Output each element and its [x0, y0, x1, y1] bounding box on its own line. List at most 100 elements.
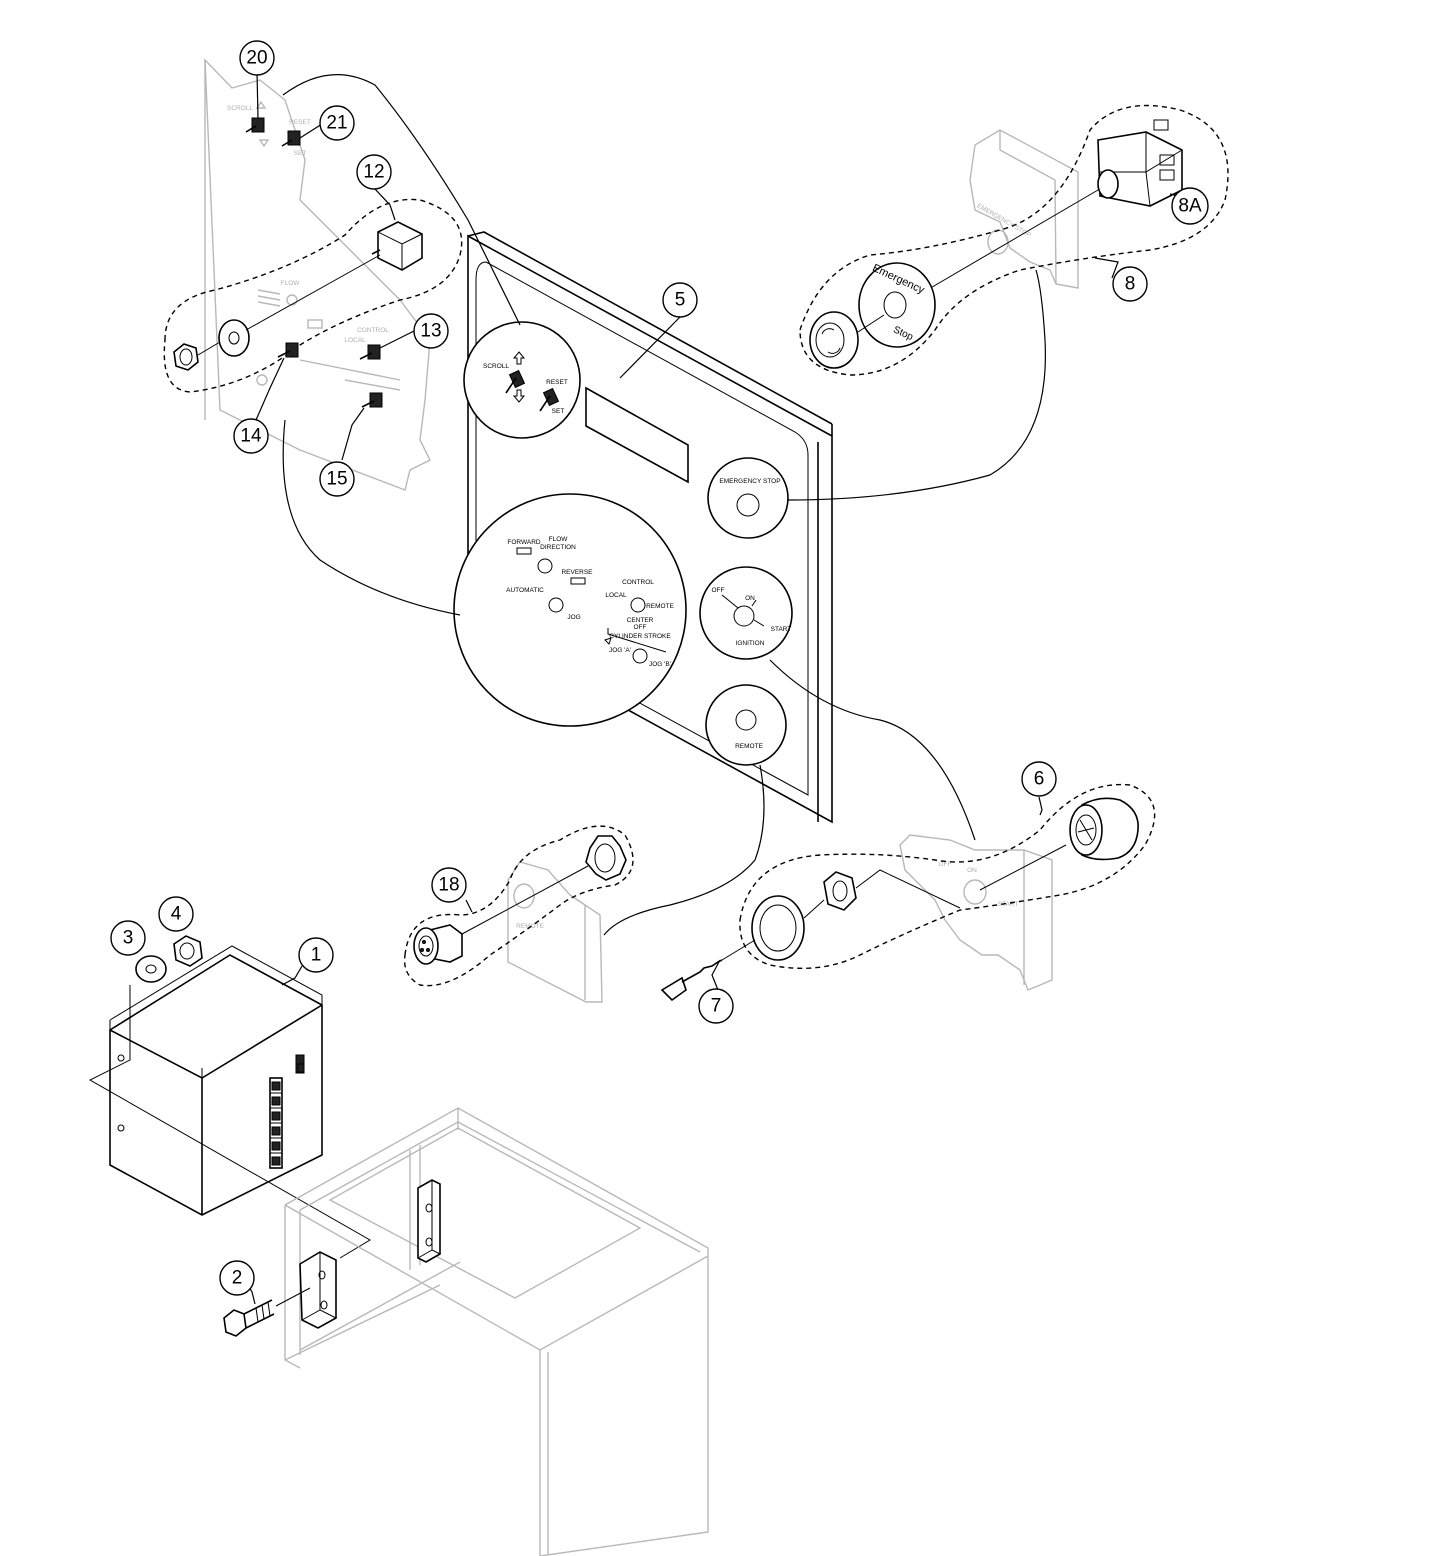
svg-text:7: 7	[711, 996, 722, 1017]
nut-4	[173, 935, 203, 967]
washer-nut	[173, 319, 250, 371]
callout-8: 8	[1112, 266, 1148, 302]
svg-text:8: 8	[1125, 274, 1136, 295]
label-set: SET	[552, 408, 565, 415]
label-center-off: OFF	[634, 624, 647, 631]
label-flow: FLOW	[549, 536, 569, 543]
ghost-label-start: START	[998, 901, 1019, 908]
callout-13: 13	[413, 313, 449, 349]
svg-text:14: 14	[240, 426, 262, 447]
ghost-label-local: LOCAL	[344, 337, 366, 344]
bolt-2	[223, 1287, 311, 1337]
label-automatic: AUTOMATIC	[506, 587, 544, 594]
ghost-label-flow: FLOW	[281, 280, 301, 287]
callout-14: 14	[233, 418, 269, 454]
label-jog-b: JOG 'B'	[649, 661, 671, 668]
ghost-label-control: CONTROL	[357, 327, 389, 334]
svg-text:8A: 8A	[1178, 196, 1202, 217]
frame-bracket-upper	[417, 1179, 441, 1263]
frame-bracket-lower	[299, 1251, 337, 1329]
toggle-15	[361, 392, 383, 408]
estop-mushroom-head	[809, 311, 859, 369]
svg-text:12: 12	[363, 162, 384, 183]
svg-text:3: 3	[123, 928, 134, 949]
label-emergency-stop: EMERGENCY STOP	[719, 478, 780, 485]
toggle-switch-assembly: SCROLL RESET SET	[163, 100, 463, 408]
estop-assembly: EMERGENCY STOP Emergency Stop	[799, 104, 1229, 376]
callout-12: 12	[356, 154, 392, 190]
callout-2: 2	[219, 1260, 255, 1296]
display-window	[585, 386, 689, 484]
callout-20: 20	[239, 40, 275, 76]
label-jog-a: JOG 'A'	[609, 647, 631, 654]
label-control: CONTROL	[622, 579, 654, 586]
contact-block-8a	[1097, 119, 1183, 207]
control-panel: SCROLL RESET SET EMERGENCY STOP OFF ON S…	[453, 231, 833, 824]
ignition-assembly: OFF ON START	[660, 783, 1156, 1002]
label-reverse: REVERSE	[561, 569, 593, 576]
label-direction: DIRECTION	[540, 544, 576, 551]
ignition-nut	[823, 871, 857, 911]
ignition-bezel	[751, 895, 805, 961]
callout-6: 6	[1021, 761, 1057, 797]
ghost-label-scroll: SCROLL	[227, 105, 253, 112]
callout-1: 1	[298, 937, 334, 973]
label-ignition: IGNITION	[736, 640, 765, 647]
svg-text:1: 1	[311, 945, 322, 966]
estop-legend-plate: Emergency Stop	[858, 262, 936, 348]
label-forward: FORWARD	[507, 539, 541, 546]
ghost-label-on: ON	[967, 867, 977, 874]
washer-3	[135, 955, 167, 983]
toggle-13	[359, 344, 381, 360]
ignition-lock-cylinder	[1069, 797, 1139, 861]
svg-text:15: 15	[326, 469, 347, 490]
panel-detail-ghost: FLOW CONTROL LOCAL	[204, 58, 431, 491]
ghost-label-reset: RESET	[289, 119, 311, 126]
toggle-14	[277, 342, 299, 358]
svg-text:20: 20	[246, 48, 267, 69]
ghost-label-set: SET	[294, 150, 307, 157]
enclosure-box	[88, 945, 371, 1259]
callout-7: 7	[698, 988, 734, 1024]
label-reset: RESET	[546, 379, 568, 386]
flow-control-detail: FLOW DIRECTION FORWARD REVERSE CONTROL L…	[453, 493, 687, 727]
callout-21: 21	[319, 105, 355, 141]
toggle-20	[245, 117, 265, 133]
remote-receptacle-detail: REMOTE	[705, 684, 787, 766]
callout-18: 18	[431, 867, 467, 903]
remote-receptacle-assembly: REMOTE	[403, 825, 634, 1003]
callout-8a: 8A	[1171, 187, 1209, 225]
ignition-detail: OFF ON START IGNITION	[699, 566, 793, 660]
label-ignition-start: START	[771, 626, 792, 633]
callout-3: 3	[110, 920, 146, 956]
terminal-blocks	[269, 1077, 283, 1169]
connector-lines	[282, 74, 1046, 936]
remote-connector	[413, 924, 463, 965]
svg-text:13: 13	[420, 321, 441, 342]
svg-text:6: 6	[1034, 769, 1045, 790]
callout-4: 4	[158, 896, 194, 932]
label-ignition-on: ON	[745, 595, 755, 602]
svg-text:21: 21	[326, 113, 347, 134]
label-remote: REMOTE	[735, 743, 763, 750]
ghost-label-off: OFF	[939, 861, 952, 868]
label-ignition-off: OFF	[712, 587, 725, 594]
svg-text:4: 4	[171, 904, 182, 925]
switch-body-12	[371, 221, 423, 271]
callout-5: 5	[662, 282, 698, 318]
label-local: LOCAL	[605, 592, 627, 599]
toggle-21	[281, 130, 301, 147]
label-remote-switch: REMOTE	[646, 603, 674, 610]
remote-lock-ring	[585, 835, 627, 881]
scroll-reset-detail: SCROLL RESET SET	[463, 321, 581, 439]
callout-15: 15	[319, 461, 355, 497]
ignition-key-7	[660, 939, 756, 1002]
label-scroll: SCROLL	[483, 363, 509, 370]
label-cylinder-stroke: CYLINDER STROKE	[609, 633, 671, 640]
emergency-stop-detail: EMERGENCY STOP	[707, 457, 789, 539]
svg-text:2: 2	[232, 1268, 243, 1289]
svg-text:18: 18	[438, 875, 459, 896]
svg-text:5: 5	[675, 290, 686, 311]
mounting-frame-ghost	[284, 1107, 709, 1556]
